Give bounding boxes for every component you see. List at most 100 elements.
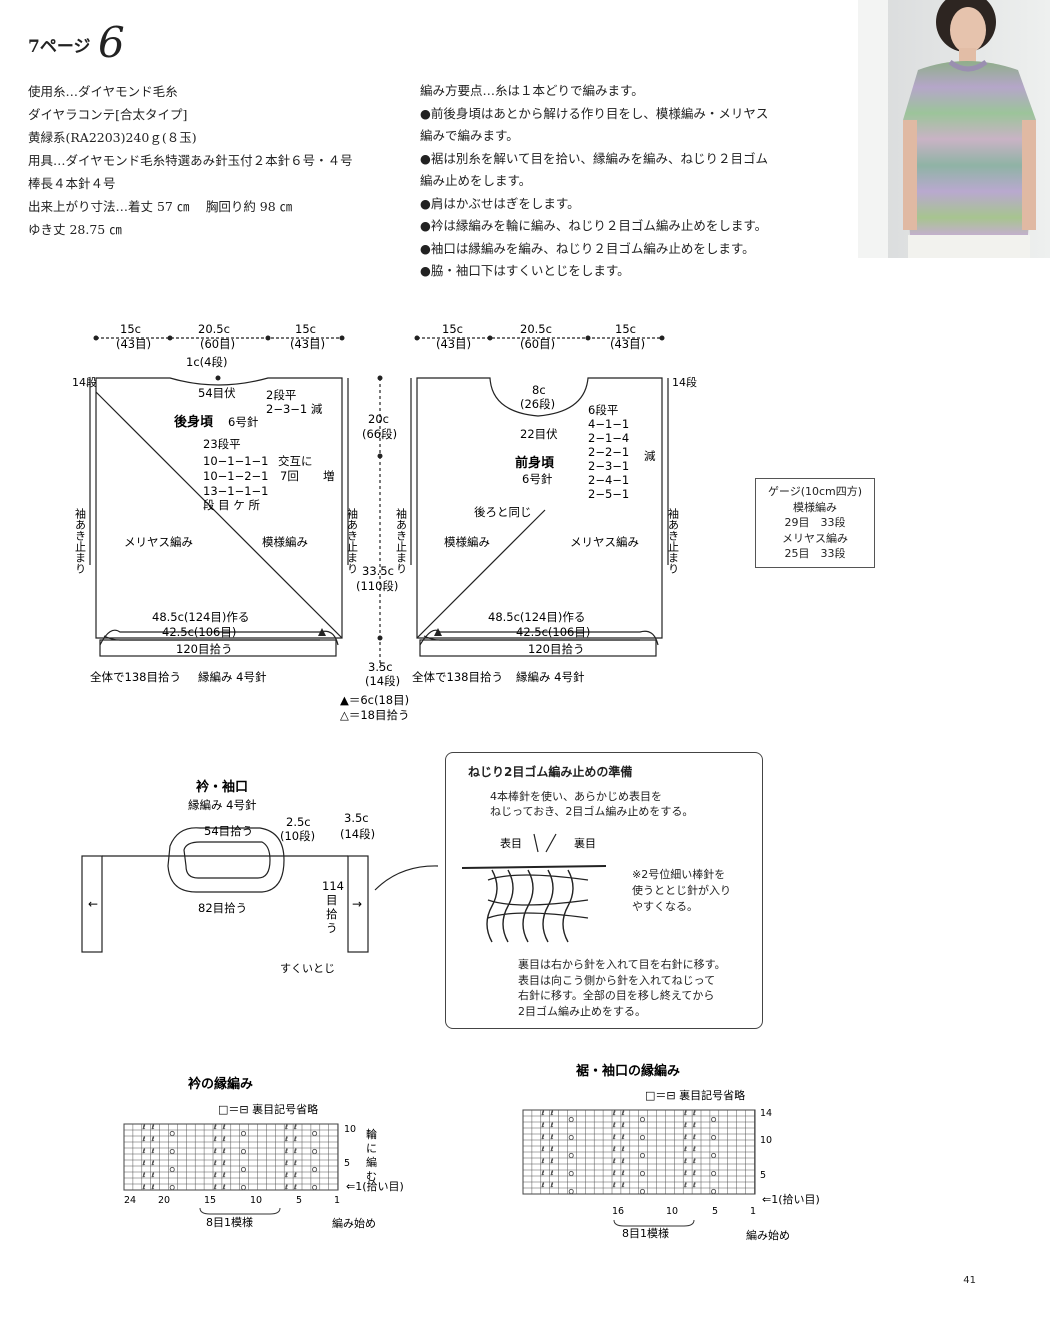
twisted-stitch-symbol: ℓ xyxy=(284,1124,287,1131)
back-needle: 6号針 xyxy=(228,415,259,429)
collar-side: む xyxy=(366,1170,377,1183)
collar-xtick: 20 xyxy=(158,1195,170,1206)
twisted-stitch-symbol: ℓ xyxy=(683,1146,686,1153)
twisted-stitch-symbol: ℓ xyxy=(692,1110,695,1117)
knit-point-line: ●裾は別糸を解いて目を拾い、縁編みを編み、ねじり２目ゴム xyxy=(420,150,769,166)
collar-repeat: 8目1模様 xyxy=(206,1215,253,1229)
collar-start: 編み始め xyxy=(332,1216,376,1230)
twisted-stitch-symbol: ℓ xyxy=(142,1184,145,1191)
twisted-stitch-symbol: ℓ xyxy=(284,1136,287,1143)
sleeve-pick: う xyxy=(326,921,338,935)
knit-point-line: 編み方要点…糸は１本どりで編みます。 xyxy=(420,83,644,98)
twisted-stitch-symbol: ℓ xyxy=(213,1160,216,1167)
front-dec-row: 2−2−1 xyxy=(588,445,629,459)
twisted-stitch-symbol: ℓ xyxy=(222,1124,225,1131)
back-alt: 交互に xyxy=(278,454,313,468)
collar-ytick: 10 xyxy=(344,1124,356,1135)
back-edge: 縁編み 4号針 xyxy=(198,670,267,684)
sleeve-pick: 114 xyxy=(322,879,344,893)
hem-ytick: 14 xyxy=(760,1108,772,1119)
gauge-title: ゲージ(10cm四方) xyxy=(767,485,863,498)
front-width2: 42.5c(106目) xyxy=(516,625,590,639)
yarn-over-symbol: ○ xyxy=(711,1170,716,1177)
back-title: 後身頃 xyxy=(174,414,214,430)
front-count-right: (43目) xyxy=(610,337,645,351)
material-line: 棒長４本針４号 xyxy=(28,176,116,191)
collar-xtick: 10 xyxy=(250,1195,262,1206)
twisted-stitch-symbol: ℓ xyxy=(293,1184,296,1191)
yarn-over-symbol: ○ xyxy=(711,1134,716,1141)
twisted-stitch-symbol: ℓ xyxy=(612,1134,615,1141)
legend-open: △＝18目拾う xyxy=(340,708,409,722)
twisted-stitch-symbol: ℓ xyxy=(550,1134,553,1141)
twisted-stitch-symbol: ℓ xyxy=(612,1182,615,1189)
back-inc-row: 23段平 xyxy=(203,437,241,451)
yarn-over-symbol: ○ xyxy=(170,1130,175,1137)
twisted-stitch-symbol: ℓ xyxy=(213,1124,216,1131)
collar-xtick: 15 xyxy=(204,1195,216,1206)
yarn-over-symbol: ○ xyxy=(312,1130,317,1137)
yarn-over-symbol: ○ xyxy=(640,1116,645,1123)
twisted-stitch-symbol: ℓ xyxy=(541,1170,544,1177)
twisted-stitch-symbol: ℓ xyxy=(284,1160,287,1167)
twisted-stitch-symbol: ℓ xyxy=(541,1158,544,1165)
front-dec-row: 2−1−4 xyxy=(588,431,629,445)
back-cast-on: 48.5c(124目)作る xyxy=(152,610,249,624)
height-33c-rows: (110段) xyxy=(356,579,398,593)
yarn-over-symbol: ○ xyxy=(569,1152,574,1159)
collar-side: 輪 xyxy=(366,1127,377,1141)
prep-steps: 裏目は右から針を入れて目を右針に移す。 表目は向こう側から針を入れてねじって 右… xyxy=(518,957,758,1019)
prep-title: ねじり2目ゴム編み止めの準備 xyxy=(468,765,633,779)
twisted-stitch-symbol: ℓ xyxy=(683,1134,686,1141)
front-body-outline xyxy=(416,377,663,639)
legend-filled: ▲＝6c(18目) xyxy=(340,693,409,707)
yarn-over-symbol: ○ xyxy=(640,1188,645,1195)
gauge-line: 25目 33段 xyxy=(784,547,846,560)
twisted-stitch-symbol: ℓ xyxy=(222,1136,225,1143)
yarn-over-symbol: ○ xyxy=(640,1170,645,1177)
twisted-stitch-symbol: ℓ xyxy=(550,1170,553,1177)
material-line: 出来上がり寸法…着丈 57 ㎝ 胸回り約 98 ㎝ xyxy=(28,199,293,214)
twisted-stitch-symbol: ℓ xyxy=(142,1136,145,1143)
twisted-stitch-symbol: ℓ xyxy=(692,1122,695,1129)
yarn-over-symbol: ○ xyxy=(312,1148,317,1155)
prep-line: 表目は向こう側から針を入れてねじって xyxy=(518,973,716,987)
hem-pick: ⇐1(拾い目) xyxy=(762,1192,820,1206)
collar-side: に xyxy=(366,1142,377,1155)
back-alt-times: 7回 xyxy=(280,469,299,483)
twisted-stitch-symbol: ℓ xyxy=(612,1170,615,1177)
prep-line: 使うととじ針が入り xyxy=(632,884,731,897)
front-dec-row: 6段平 xyxy=(588,403,618,417)
twisted-stitch-symbol: ℓ xyxy=(142,1160,145,1167)
height-3c: 3.5c xyxy=(368,660,393,674)
twisted-stitch-symbol: ℓ xyxy=(692,1134,695,1141)
sleeve-pick: 拾 xyxy=(326,907,338,921)
back-total-pickup: 全体で138目拾う xyxy=(90,670,181,684)
yarn-over-symbol: ○ xyxy=(241,1148,246,1155)
arrow-right-icon: → xyxy=(352,897,362,911)
back-neck-bind: 54目伏 xyxy=(198,386,236,400)
front-armhole-left: 袖あき止まり xyxy=(395,507,408,574)
twisted-stitch-symbol: ℓ xyxy=(692,1182,695,1189)
front-neck-rows: (26段) xyxy=(520,397,555,411)
front-same-as-back: 後ろと同じ xyxy=(474,505,532,519)
twisted-stitch-symbol: ℓ xyxy=(284,1148,287,1155)
knitting-points-block: 編み方要点…糸は１本どりで編みます。 ●前後身頃はあとから解ける作り目をし、模様… xyxy=(420,80,840,283)
prep-line: 右針に移す。全部の目を移し終えてから xyxy=(518,989,715,1002)
twisted-stitch-symbol: ℓ xyxy=(550,1146,553,1153)
collar-ytick: 5 xyxy=(344,1158,350,1169)
twisted-stitch-symbol: ℓ xyxy=(222,1148,225,1155)
twisted-stitch-symbol: ℓ xyxy=(222,1160,225,1167)
twisted-stitch-symbol: ℓ xyxy=(541,1146,544,1153)
hem-xtick: 5 xyxy=(712,1206,718,1217)
front-pickup: 120目拾う xyxy=(528,642,584,656)
knit-point-line: ●前後身頃はあとから解ける作り目をし、模様編み・メリヤス xyxy=(420,105,769,121)
back-pattern: 模様編み xyxy=(262,535,308,549)
twisted-stitch-symbol: ℓ xyxy=(612,1110,615,1117)
back-neck-dec2: 2−3−1 減 xyxy=(266,402,323,416)
front-armhole-right: 袖あき止まり xyxy=(667,507,680,574)
front-neck-depth: 8c xyxy=(532,383,546,397)
prep-line: やすくなる。 xyxy=(632,900,698,913)
